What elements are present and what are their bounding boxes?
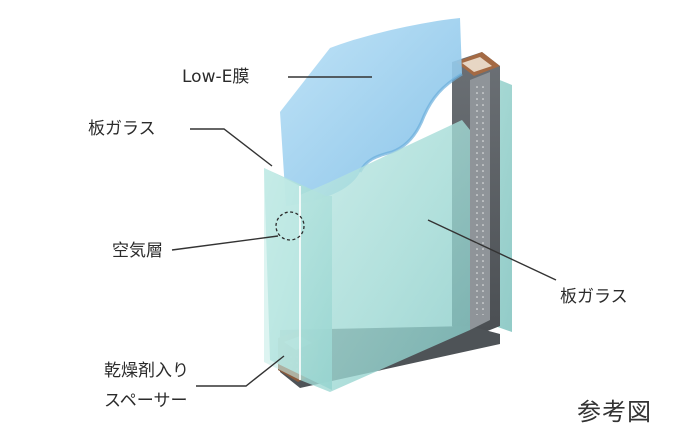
leader-air-layer xyxy=(171,235,279,251)
leader-glass-outer xyxy=(190,128,273,167)
label-low-e-film: Low-E膜 xyxy=(182,67,250,87)
label-spacer-line2: スペーサー xyxy=(104,391,188,411)
leader-spacer xyxy=(196,355,285,387)
front-glass-face xyxy=(300,120,470,392)
label-spacer-line1: 乾燥剤入り xyxy=(104,361,189,381)
low-e-film xyxy=(280,18,462,206)
label-glass-inner: 板ガラス xyxy=(560,287,628,307)
leader-glass-inner xyxy=(427,219,557,281)
spacer-top-block xyxy=(456,52,500,76)
label-spacer: 乾燥剤入り スペーサー xyxy=(104,356,189,416)
leader-lines xyxy=(171,76,557,387)
air-layer-marker xyxy=(275,211,305,241)
label-air-layer: 空気層 xyxy=(112,241,163,261)
reference-caption: 参考図 xyxy=(577,398,652,426)
label-glass-outer: 板ガラス xyxy=(88,119,156,139)
